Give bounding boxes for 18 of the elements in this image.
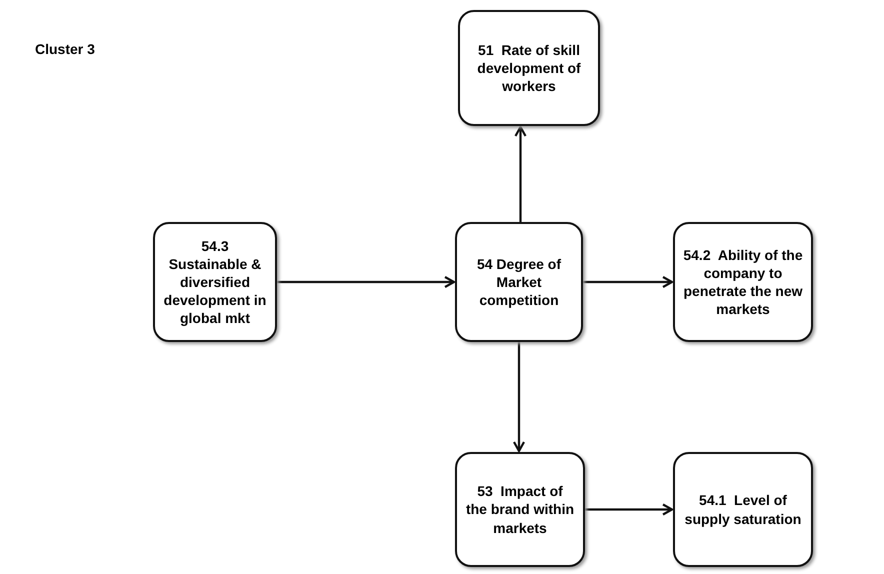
process-box — [153, 222, 277, 342]
process-box — [673, 222, 813, 342]
process-box — [455, 222, 583, 342]
process-box — [458, 10, 600, 126]
process-box — [673, 452, 813, 567]
box-text: 53 Impact of the brand within markets — [464, 482, 576, 538]
arrow — [512, 342, 526, 452]
box-text: 54.2 Ability of the company to penetrate the new markets — [682, 246, 804, 320]
box-text: 54 Degree of Market competition — [476, 254, 562, 310]
arrow — [277, 276, 456, 288]
arrow — [585, 503, 674, 516]
box-text: 54.3 Sustainable & diversified development in global mkt — [162, 236, 268, 328]
arrow — [514, 126, 527, 222]
process-box — [455, 452, 585, 567]
arrow — [583, 276, 674, 288]
box-text: 51 Rate of skill development of workers — [476, 40, 582, 96]
box-text: 54.1 Level of supply saturation — [684, 491, 802, 529]
diagram-title: Cluster 3 — [35, 41, 95, 57]
